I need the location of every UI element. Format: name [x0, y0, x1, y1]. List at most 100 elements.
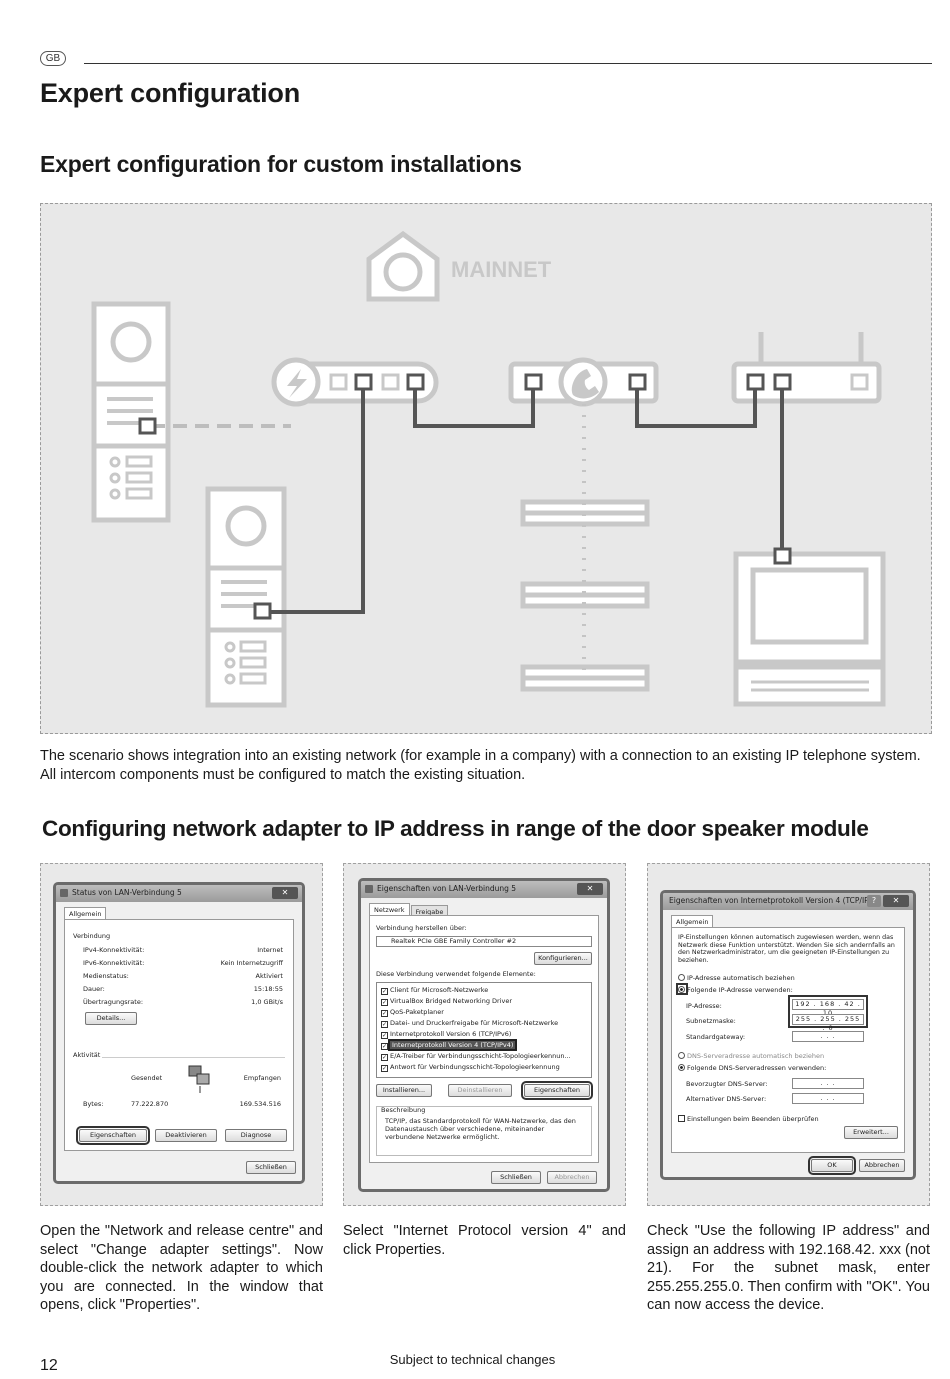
caption-step-3: Check "Use the following IP address" and…: [647, 1223, 930, 1313]
help-icon[interactable]: ?: [867, 895, 881, 907]
row-value: Kein Internetzugriff: [220, 959, 283, 967]
list-item[interactable]: ✓E/A-Treiber für Verbindungsschicht-Topo…: [381, 1052, 571, 1061]
section-title-network-adapter: Configuring network adapter to IP addres…: [42, 816, 869, 841]
info-text: IP-Einstellungen können automatisch zuge…: [678, 934, 895, 964]
gateway-input[interactable]: . . .: [792, 1031, 864, 1042]
row-label: IPv4-Konnektivität:: [83, 946, 145, 954]
row-label: IPv6-Konnektivität:: [83, 959, 145, 967]
bytes-received: 169.534.516: [239, 1100, 281, 1108]
window-title: Status von LAN-Verbindung 5: [72, 888, 182, 897]
page-title: Expert configuration: [40, 78, 301, 108]
ok-button[interactable]: OK: [808, 1156, 856, 1175]
lan-properties-window: Eigenschaften von LAN-Verbindung 5 ✕ Net…: [358, 878, 610, 1192]
properties-button[interactable]: Eigenschaften: [76, 1126, 150, 1145]
tab-general[interactable]: Allgemein: [64, 907, 107, 920]
bytes-label: Bytes:: [83, 1100, 104, 1108]
lan-status-window: Status von LAN-Verbindung 5 ✕ Allgemein …: [53, 882, 305, 1184]
mainnet-label: MAINNET: [451, 257, 552, 282]
tab-sharing[interactable]: Freigabe: [410, 905, 449, 918]
list-item[interactable]: ✓QoS-Paketplaner: [381, 1008, 444, 1017]
network-icon: [60, 889, 68, 897]
uninstall-button[interactable]: Deinstallieren: [448, 1084, 512, 1097]
close-button[interactable]: Schließen: [246, 1161, 296, 1174]
tab-general[interactable]: Allgemein: [671, 915, 714, 928]
network-diagram-svg: MAINNET: [91, 230, 886, 708]
list-item[interactable]: ✓Antwort für Verbindungsschicht-Topologi…: [381, 1063, 560, 1072]
close-button[interactable]: Schließen: [491, 1171, 541, 1184]
list-item-ipv4[interactable]: ✓Internetprotokoll Version 4 (TCP/IPv4): [381, 1039, 518, 1051]
group-connection-label: Verbindung: [73, 932, 111, 940]
close-icon[interactable]: ✕: [272, 887, 298, 899]
window-title: Eigenschaften von Internetprotokoll Vers…: [669, 896, 881, 905]
radio-manual-dns[interactable]: Folgende DNS-Serveradressen verwenden:: [678, 1064, 826, 1072]
network-icon: [365, 885, 373, 893]
received-label: Empfangen: [243, 1074, 281, 1082]
properties-button[interactable]: Eigenschaften: [521, 1081, 593, 1100]
dns2-input[interactable]: . . .: [792, 1093, 864, 1104]
list-item[interactable]: ✓Client für Microsoft-Netzwerke: [381, 986, 489, 995]
screenshot-lan-properties: Eigenschaften von LAN-Verbindung 5 ✕ Net…: [343, 863, 626, 1206]
row-value: Aktiviert: [255, 972, 283, 980]
advanced-button[interactable]: Erweitert...: [844, 1126, 898, 1139]
row-value: 15:18:55: [253, 985, 283, 993]
dns1-label: Bevorzugter DNS-Server:: [686, 1080, 768, 1088]
cancel-button[interactable]: Abbrechen: [859, 1159, 905, 1172]
router: [731, 361, 882, 404]
sent-label: Gesendet: [131, 1074, 163, 1082]
group-activity-label: Aktivität: [73, 1051, 103, 1059]
list-item[interactable]: ✓Datei- und Druckerfreigabe für Microsof…: [381, 1019, 559, 1028]
lightning-icon: [287, 369, 307, 398]
subnet-mask-input[interactable]: 255 . 255 . 255 . 0: [792, 1014, 864, 1032]
screenshot-lan-status: Status von LAN-Verbindung 5 ✕ Allgemein …: [40, 863, 323, 1206]
ip-address-label: IP-Adresse:: [686, 1002, 722, 1010]
section-title-custom-installations: Expert configuration for custom installa…: [40, 151, 522, 177]
description-text: TCP/IP, das Standardprotokoll für WAN-Ne…: [385, 1117, 576, 1141]
radio-manual-ip[interactable]: Folgende IP-Adresse verwenden:: [678, 986, 793, 994]
adapter-field: Realtek PCIe GBE Family Controller #2: [376, 936, 592, 947]
subnet-mask-label: Subnetzmaske:: [686, 1017, 736, 1025]
uses-items-label: Diese Verbindung verwendet folgende Elem…: [376, 970, 536, 978]
gateway-label: Standardgateway:: [686, 1033, 746, 1041]
details-button[interactable]: Details...: [85, 1012, 137, 1025]
dns2-label: Alternativer DNS-Server:: [686, 1095, 767, 1103]
window-title: Eigenschaften von LAN-Verbindung 5: [377, 884, 517, 893]
description-box: Beschreibung TCP/IP, das Standardprotoko…: [376, 1106, 592, 1156]
row-label: Dauer:: [83, 985, 105, 993]
validate-checkbox[interactable]: Einstellungen beim Beenden überprüfen: [678, 1115, 819, 1123]
row-label: Medienstatus:: [83, 972, 129, 980]
row-value: 1,0 GBit/s: [251, 998, 283, 1006]
window-titlebar: Status von LAN-Verbindung 5 ✕: [56, 885, 302, 902]
door-station-2: [205, 486, 287, 708]
window-titlebar: Eigenschaften von LAN-Verbindung 5 ✕: [361, 881, 607, 898]
ipv4-properties-window: Eigenschaften von Internetprotokoll Vers…: [660, 890, 916, 1180]
caption-step-2: Select "Internet Protocol version 4" and…: [343, 1223, 626, 1258]
diagnose-button[interactable]: Diagnose: [225, 1129, 287, 1142]
screenshot-ipv4-properties: Eigenschaften von Internetprotokoll Vers…: [647, 863, 930, 1206]
language-badge: GB: [40, 51, 66, 66]
general-panel: Verbindung IPv4-Konnektivität: Internet …: [64, 919, 294, 1151]
radio-auto-dns[interactable]: DNS-Serveradresse automatisch beziehen: [678, 1052, 824, 1060]
network-panel: Verbindung herstellen über: Realtek PCIe…: [369, 915, 599, 1163]
description-label: Beschreibung: [381, 1106, 426, 1114]
configure-button[interactable]: Konfigurieren...: [534, 952, 592, 965]
header-rule: [84, 63, 932, 64]
bytes-sent: 77.222.870: [131, 1100, 169, 1108]
close-icon[interactable]: ✕: [577, 883, 603, 895]
list-item[interactable]: ✓Internetprotokoll Version 6 (TCP/IPv6): [381, 1030, 512, 1039]
ip-address-input[interactable]: 192 . 168 . 42 . 10: [792, 999, 864, 1017]
computers-icon: [188, 1065, 210, 1093]
general-panel: IP-Einstellungen können automatisch zuge…: [671, 927, 905, 1153]
tab-network[interactable]: Netzwerk: [369, 903, 410, 918]
page-number: 12: [40, 1357, 58, 1374]
install-button[interactable]: Installieren...: [376, 1084, 432, 1097]
deactivate-button[interactable]: Deaktivieren: [155, 1129, 217, 1142]
dns1-input[interactable]: . . .: [792, 1078, 864, 1089]
caption-step-1: Open the "Network and release centre" an…: [40, 1223, 323, 1313]
radio-auto-ip[interactable]: IP-Adresse automatisch beziehen: [678, 974, 795, 982]
list-item[interactable]: ✓VirtualBox Bridged Networking Driver: [381, 997, 513, 1006]
adapter-name: Realtek PCIe GBE Family Controller #2: [391, 937, 517, 945]
close-icon[interactable]: ✕: [883, 895, 909, 907]
cancel-button[interactable]: Abbrechen: [547, 1171, 597, 1184]
row-value: Internet: [257, 946, 283, 954]
items-list: ✓Client für Microsoft-Netzwerke ✓Virtual…: [376, 982, 592, 1078]
